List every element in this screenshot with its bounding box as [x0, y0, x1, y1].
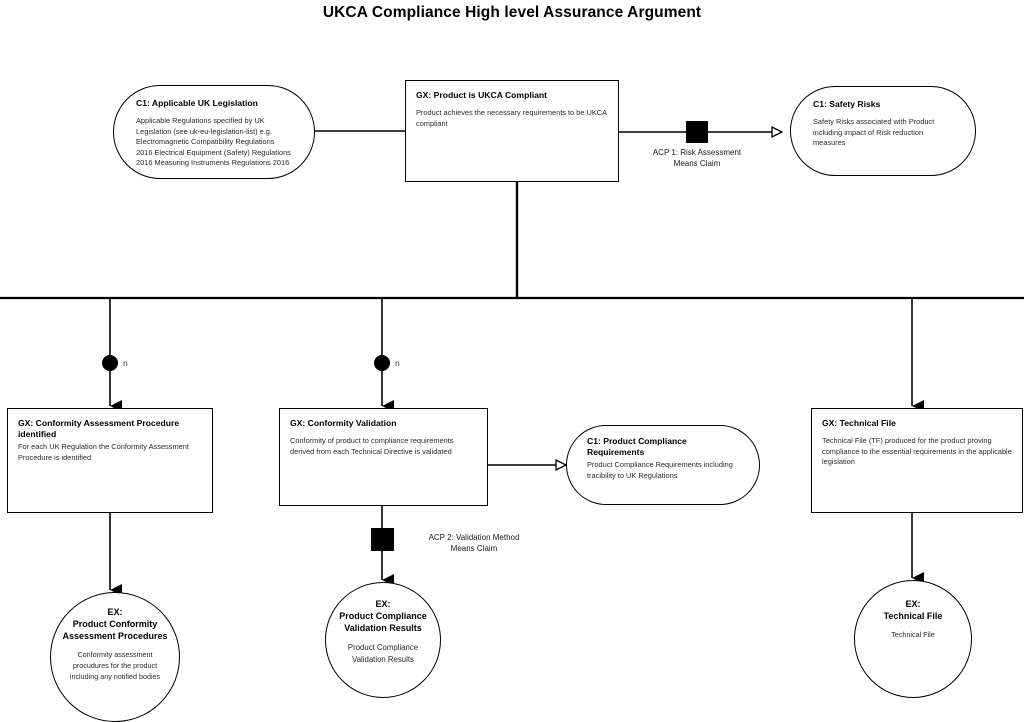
node-title: C1: Safety Risks [813, 99, 881, 109]
acp2-label: ACP 2: Validation Method Means Claim [428, 533, 520, 553]
circle-content: EX: Product Compliance Validation Result… [326, 583, 440, 697]
node-body: Conformity assessment procudures for the… [69, 649, 161, 681]
node-title: GX: Conformity Validation [290, 418, 397, 428]
node-body: Technical File [891, 629, 935, 639]
node-ex-product-compliance-validation-results[interactable]: EX: Product Compliance Validation Result… [325, 582, 441, 698]
acp1-marker [686, 121, 708, 143]
node-gx-product-is-ukca-compliant[interactable]: GX: Product is UKCA Compliant Product ac… [405, 80, 619, 182]
node-c1-applicable-uk-legislation[interactable]: C1: Applicable UK Legislation Applicable… [113, 85, 315, 179]
node-title: EX: Product Compliance Validation Result… [339, 599, 427, 633]
node-ex-technical-file[interactable]: EX: Technical File Technical File [854, 580, 972, 698]
node-body: Applicable Regulations specified by UK L… [136, 116, 291, 168]
node-title: C1: Applicable UK Legislation [136, 98, 258, 108]
spacer [822, 429, 1012, 436]
spacer [290, 429, 477, 436]
spacer [136, 109, 292, 116]
middle-branch-multiplicity-label: n [395, 358, 400, 368]
spacer [416, 101, 608, 108]
circle-content: EX: Product Conformity Assessment Proced… [51, 593, 179, 721]
node-title: C1: Product Compliance Requirements [587, 436, 687, 457]
spacer [813, 110, 953, 117]
acp1-label: ACP 1: Risk Assessment Means Claim [652, 148, 742, 168]
node-title: EX: Product Conformity Assessment Proced… [62, 607, 168, 641]
node-gx-technical-file[interactable]: GX: Technical File Technical File (TF) p… [811, 408, 1023, 513]
left-branch-multiplicity-dot [102, 355, 118, 371]
node-body: Product Compliance Validation Results [347, 642, 419, 664]
node-body: Product Compliance Requirements includin… [587, 460, 733, 480]
node-body: Conformity of product to compliance requ… [290, 436, 454, 456]
node-title: GX: Conformity Assessment Procedure iden… [18, 418, 180, 439]
middle-branch-multiplicity-dot [374, 355, 390, 371]
node-title: GX: Product is UKCA Compliant [416, 90, 547, 100]
circle-content: EX: Technical File Technical File [855, 581, 971, 697]
node-gx-conformity-assessment-procedure[interactable]: GX: Conformity Assessment Procedure iden… [7, 408, 213, 513]
node-title: GX: Technical File [822, 418, 896, 428]
node-body: For each UK Regulation the Conformity As… [18, 442, 189, 462]
page-title: UKCA Compliance High level Assurance Arg… [322, 4, 702, 21]
node-body: Product achieves the necessary requireme… [416, 108, 607, 128]
left-branch-multiplicity-label: n [123, 358, 128, 368]
node-body: Safety Risks associated with Product inc… [813, 117, 935, 148]
acp2-marker [371, 528, 394, 551]
node-ex-product-conformity-assessment-procedures[interactable]: EX: Product Conformity Assessment Proced… [50, 592, 180, 722]
node-title: EX: Technical File [883, 599, 943, 621]
node-c1-safety-risks[interactable]: C1: Safety Risks Safety Risks associated… [790, 86, 976, 176]
node-c1-product-compliance-requirements[interactable]: C1: Product Compliance Requirements Prod… [566, 425, 760, 505]
node-body: Technical File (TF) produced for the pro… [822, 436, 1012, 467]
node-gx-conformity-validation[interactable]: GX: Conformity Validation Conformity of … [279, 408, 488, 506]
